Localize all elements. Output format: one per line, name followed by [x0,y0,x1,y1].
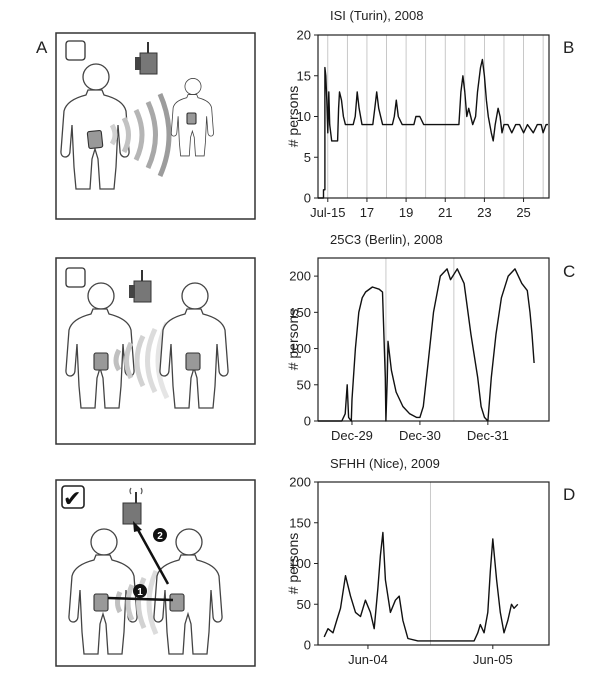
radio-waves-icon [109,92,172,178]
y-tick-label: 0 [304,414,311,429]
panel-label-a: A [36,38,48,57]
x-tick-label: 25 [516,205,530,220]
chart-title: SFHH (Nice), 2009 [330,456,440,471]
y-tick-label: 20 [297,28,311,43]
badge-icon [185,352,201,371]
uplink-arrow [133,521,142,532]
x-tick-label: Jun-05 [473,652,513,667]
panel-label-b: B [563,38,574,57]
y-tick-label: 10 [297,109,311,124]
badge-icon [93,352,109,371]
step-1-label: 1 [137,587,143,598]
y-tick-label: 200 [289,269,311,284]
checked-checkbox-icon [61,485,85,509]
x-tick-label: Dec-31 [467,428,509,443]
y-tick-label: 50 [297,597,311,612]
x-tick-label: Jun-04 [348,652,388,667]
badge-link [107,596,174,602]
y-axis-label: # persons [285,86,301,147]
y-axis-label: # persons [285,533,301,594]
step-2-label: 2 [157,531,163,542]
panel-label-c: C [563,262,575,281]
series-line [318,268,535,422]
x-tick-label: 17 [360,205,374,220]
series-line [323,531,519,642]
scene-1 [55,32,256,220]
plot-frame [317,481,550,646]
y-tick-label: 0 [304,638,311,653]
plot-frame [317,34,550,199]
y-tick-label: 15 [297,68,311,83]
panel-label-d: D [563,485,575,504]
badge-icon [169,593,185,612]
badge-icon [93,593,109,612]
empty-checkbox-icon [65,267,86,288]
chart-title: ISI (Turin), 2008 [330,8,423,23]
y-tick-label: 0 [304,191,311,206]
y-tick-label: 150 [289,305,311,320]
x-tick-label: Dec-30 [399,428,441,443]
uplink [135,527,170,585]
badge-icon [186,112,197,125]
rfid-reader-antenna-icon [135,42,158,75]
x-tick-label: 19 [399,205,413,220]
x-tick-label: Dec-29 [331,428,373,443]
rfid-reader-antenna-icon [129,270,152,303]
step-1-marker [133,584,147,598]
y-tick-label: 5 [304,150,311,165]
y-tick-label: 100 [289,341,311,356]
chart-title: 25C3 (Berlin), 2008 [330,232,443,247]
check-mark: ✔ [63,487,81,512]
scene-3: ✔ 1 2 [55,479,256,667]
x-tick-label: 23 [477,205,491,220]
y-tick-label: 100 [289,556,311,571]
x-tick-label: 21 [438,205,452,220]
rfid-reader-antenna-icon [122,487,143,525]
y-axis-label: # persons [285,309,301,370]
step-2-marker [153,528,167,542]
radio-waves-icon [115,569,159,636]
scene-2 [55,257,256,445]
empty-checkbox-icon [65,40,86,61]
y-tick-label: 150 [289,515,311,530]
y-tick-label: 50 [297,377,311,392]
badge-icon [86,129,104,150]
plot-frame [317,257,550,422]
series-line [318,58,548,199]
x-tick-label: Jul-15 [310,205,345,220]
y-tick-label: 200 [289,475,311,490]
